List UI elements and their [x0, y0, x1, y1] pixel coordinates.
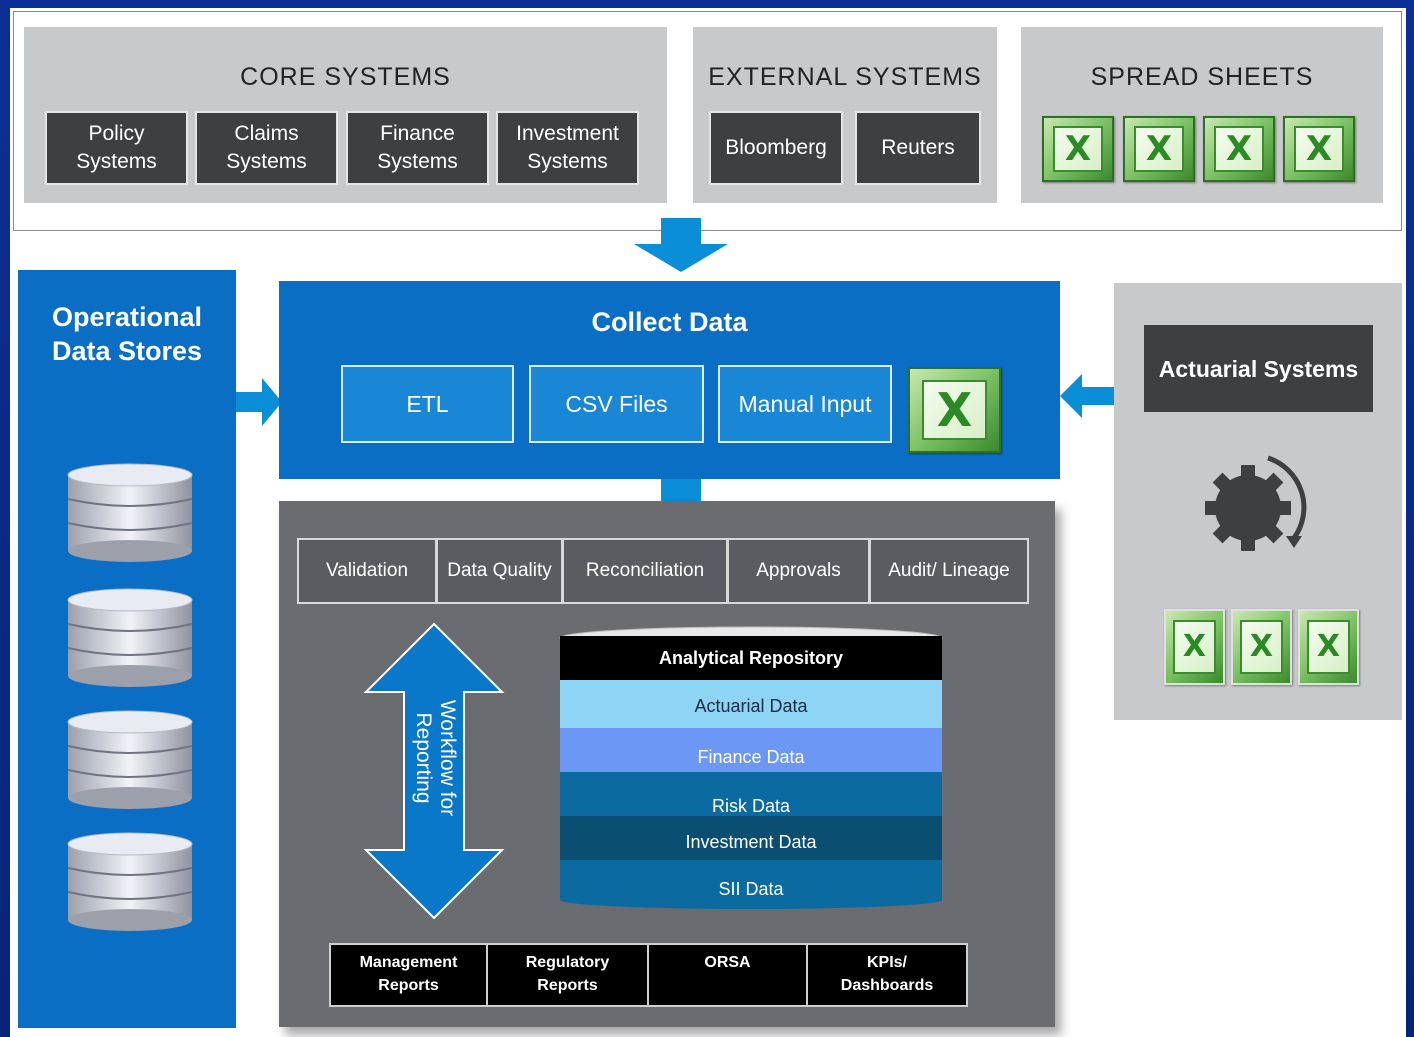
workflow-label: Workflow for Reporting	[412, 699, 459, 817]
orsa-box: ORSA	[649, 943, 808, 1007]
excel-icon: X	[1123, 116, 1195, 182]
approvals-step: Approvals	[727, 538, 869, 604]
operational-data-stores-title: Operational Data Stores	[51, 302, 203, 366]
policy-systems-box: Policy Systems	[45, 111, 188, 185]
database-icon	[67, 463, 193, 562]
process-steps-row: Validation Data Quality Reconciliation A…	[297, 538, 1029, 604]
sii-data-layer: SII Data	[560, 860, 942, 900]
arrow-right-icon	[236, 378, 282, 426]
excel-icon: X	[1298, 609, 1359, 685]
kpis-dashboards-box: KPIs/ Dashboards	[808, 943, 968, 1007]
excel-icon: X	[1283, 116, 1355, 182]
reuters-box: Reuters	[855, 111, 981, 185]
excel-icon: X	[908, 367, 1001, 453]
management-reports-box: Management Reports	[329, 943, 488, 1007]
excel-icon: X	[1042, 116, 1114, 182]
regulatory-reports-box: Regulatory Reports	[488, 943, 649, 1007]
claims-systems-box: Claims Systems	[195, 111, 338, 185]
external-systems-title: EXTERNAL SYSTEMS	[708, 63, 982, 91]
data-quality-step: Data Quality	[436, 538, 562, 604]
reconciliation-step: Reconciliation	[562, 538, 727, 604]
finance-data-layer: Finance Data	[560, 728, 942, 772]
audit-lineage-step: Audit/ Lineage	[869, 538, 1029, 604]
spread-sheets-title: SPREAD SHEETS	[1090, 63, 1314, 91]
collect-data-title: Collect Data	[591, 307, 748, 337]
excel-icon: X	[1164, 609, 1225, 685]
database-icon	[67, 832, 193, 931]
core-systems-title: CORE SYSTEMS	[240, 63, 451, 91]
etl-box: ETL	[341, 365, 514, 443]
bloomberg-box: Bloomberg	[709, 111, 843, 185]
database-icon	[67, 588, 193, 687]
finance-systems-box: Finance Systems	[346, 111, 489, 185]
csv-files-box: CSV Files	[529, 365, 704, 443]
reports-row: Management Reports Regulatory Reports OR…	[329, 943, 968, 1007]
risk-data-layer: Risk Data	[560, 772, 942, 816]
actuarial-data-layer: Actuarial Data	[560, 680, 942, 728]
gear-cycle-icon	[1205, 455, 1307, 551]
arrow-left-icon	[1060, 374, 1114, 418]
manual-input-box: Manual Input	[718, 365, 892, 443]
investment-systems-box: Investment Systems	[496, 111, 639, 185]
investment-data-layer: Investment Data	[560, 816, 942, 860]
validation-step: Validation	[297, 538, 436, 604]
repository-title: Analytical Repository	[560, 636, 942, 680]
double-arrow-icon	[363, 622, 505, 920]
excel-icon: X	[1203, 116, 1275, 182]
arrow-down-icon	[634, 218, 728, 272]
actuarial-systems-title: Actuarial Systems	[1144, 325, 1373, 412]
excel-icon: X	[1231, 609, 1292, 685]
database-icon	[67, 710, 193, 809]
